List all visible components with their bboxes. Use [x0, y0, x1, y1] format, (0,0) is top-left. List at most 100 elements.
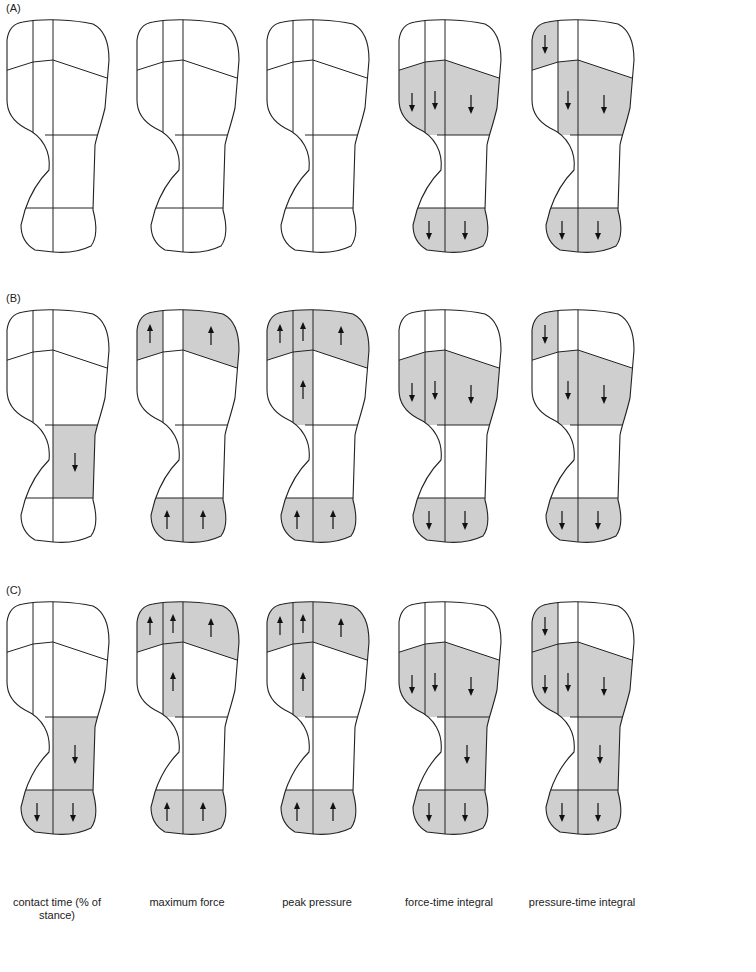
change-arrow [464, 745, 470, 764]
foot-regions [255, 10, 385, 270]
change-arrow [277, 616, 283, 635]
change-arrow [200, 802, 206, 821]
region-line [558, 592, 559, 717]
change-arrow [468, 95, 474, 114]
foot-regions [520, 592, 650, 852]
region-line [0, 642, 125, 666]
region-line [313, 592, 314, 852]
foot-map [125, 300, 255, 560]
shaded-region [313, 498, 385, 560]
panel-letter: (C) [6, 584, 46, 597]
foot-regions [125, 300, 255, 560]
foot-outline [137, 20, 239, 253]
shaded-region [387, 62, 425, 135]
change-arrow [468, 677, 474, 696]
shaded-region [293, 350, 313, 425]
region-line [0, 60, 125, 84]
region-line [163, 300, 164, 425]
foot-regions [520, 10, 650, 270]
foot-outline [532, 602, 634, 835]
region-line [387, 498, 517, 499]
region-line [125, 790, 255, 791]
change-arrow [595, 803, 601, 822]
shaded-region [313, 300, 385, 374]
foot-ground [267, 20, 369, 253]
change-arrow [409, 383, 415, 402]
region-line [305, 425, 385, 426]
change-arrow [164, 510, 170, 529]
region-line [53, 10, 54, 270]
shaded-region [578, 350, 650, 425]
region-line [445, 10, 446, 270]
shaded-region [445, 642, 517, 717]
foot-regions [387, 10, 517, 270]
change-arrow [294, 802, 300, 821]
shaded-region [558, 350, 578, 425]
foot-outline [532, 20, 634, 253]
region-line [175, 717, 255, 718]
shaded-region [520, 300, 558, 364]
region-line [183, 300, 184, 560]
shaded-region [520, 644, 558, 717]
region-line [578, 10, 579, 270]
column-label: pressure-time integral [518, 896, 646, 909]
shaded-region [163, 642, 183, 717]
region-line [313, 10, 314, 270]
shaded-region [183, 592, 255, 666]
change-arrow [300, 380, 306, 399]
change-arrow [294, 510, 300, 529]
shaded-region [445, 790, 517, 852]
region-line [520, 60, 650, 84]
change-arrow [462, 803, 468, 822]
foot-outline [267, 20, 369, 253]
column-label: maximum force [123, 896, 251, 909]
foot-outline [7, 602, 109, 835]
shaded-region [53, 717, 125, 790]
shaded-region [183, 300, 255, 374]
shaded-region [0, 790, 53, 852]
change-arrow [208, 326, 214, 345]
region-line [387, 790, 517, 791]
change-arrow [147, 616, 153, 635]
shaded-region [445, 498, 517, 560]
region-line [0, 790, 125, 791]
foot-regions [255, 300, 385, 560]
region-line [387, 208, 517, 209]
change-arrow [330, 802, 336, 821]
shaded-region [183, 498, 255, 560]
shaded-region [255, 592, 293, 656]
shaded-region [313, 790, 385, 852]
shaded-region [578, 790, 650, 852]
region-line [255, 60, 385, 84]
region-line [255, 642, 385, 666]
foot-regions [0, 592, 125, 852]
change-arrow [559, 221, 565, 240]
change-arrow [432, 91, 438, 110]
change-arrow [468, 385, 474, 404]
foot-outline [399, 602, 501, 835]
region-line [570, 717, 650, 718]
shaded-region [387, 352, 425, 425]
change-arrow [597, 745, 603, 764]
change-arrow [542, 675, 548, 694]
change-arrow [34, 803, 40, 822]
region-line [45, 717, 125, 718]
shaded-region [293, 592, 313, 644]
change-arrow [432, 673, 438, 692]
foot-outline [267, 602, 369, 835]
change-arrow [200, 510, 206, 529]
change-arrow [409, 675, 415, 694]
change-arrow [338, 618, 344, 637]
change-arrow [426, 511, 432, 530]
region-line [255, 790, 385, 791]
change-arrow [595, 221, 601, 240]
shaded-region [125, 300, 163, 364]
region-line [570, 425, 650, 426]
change-arrow [300, 614, 306, 633]
change-arrow [170, 672, 176, 691]
shaded-region [125, 592, 163, 656]
shaded-region [53, 425, 125, 498]
foot-map [255, 10, 385, 270]
foot-map [520, 10, 650, 270]
foot-map [387, 300, 517, 560]
